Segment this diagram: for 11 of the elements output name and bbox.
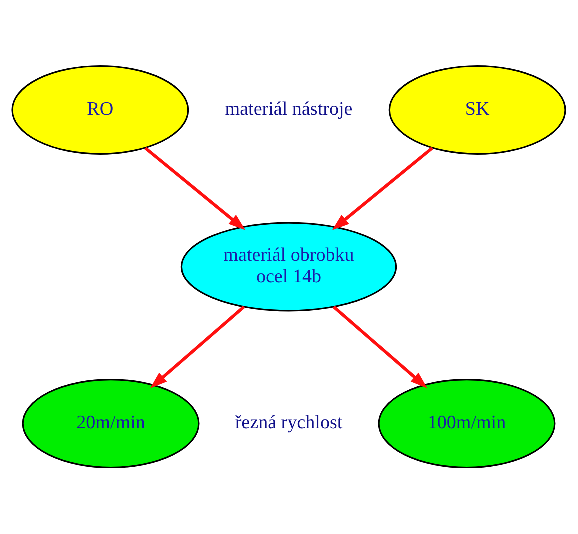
arrow xyxy=(144,147,246,230)
node-ellipse: 20m/min xyxy=(22,379,200,469)
arrow xyxy=(332,147,434,230)
node-ellipse: 100m/min xyxy=(378,379,556,469)
arrow xyxy=(150,306,246,388)
label: materiál nástroje xyxy=(225,98,353,120)
label: řezná rychlost xyxy=(235,412,343,434)
node-ellipse: SK xyxy=(388,65,566,155)
node-ellipse: RO xyxy=(12,65,190,155)
arrow xyxy=(332,306,428,388)
node-ellipse: materiál obrobku ocel 14b xyxy=(180,222,398,312)
